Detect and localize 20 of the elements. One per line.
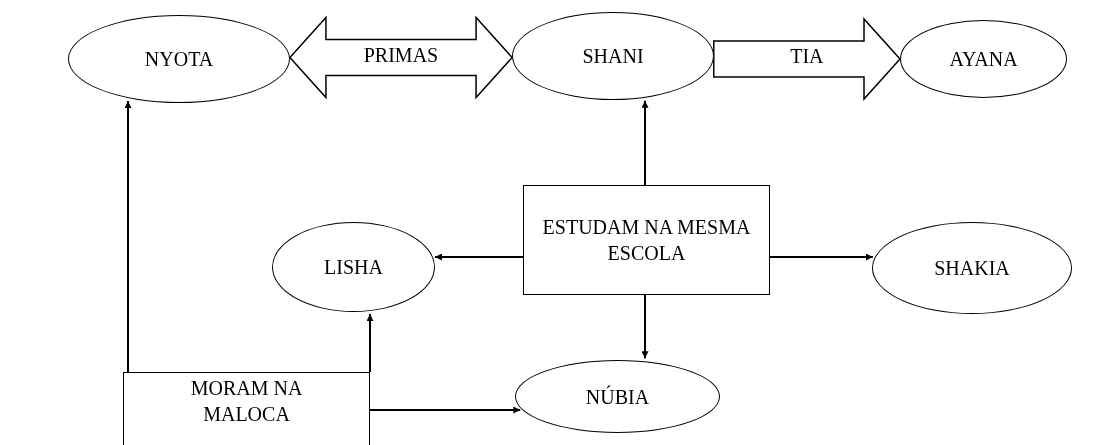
block-arrow xyxy=(288,15,514,100)
arrow xyxy=(769,253,874,261)
group-box xyxy=(123,372,370,445)
node-label: NYOTA xyxy=(144,47,214,72)
node-label: MORAM NA MALOCA xyxy=(189,376,304,427)
node-label: AYANA xyxy=(949,47,1018,72)
arrow xyxy=(433,253,524,261)
group-box xyxy=(523,185,770,295)
edge-label: TIA xyxy=(790,44,824,68)
arrow xyxy=(641,294,649,360)
edge-label: PRIMAS xyxy=(363,43,439,66)
node-label: ESTUDAM NA MESMA ESCOLA xyxy=(541,215,752,266)
node-label: LISHA xyxy=(324,255,383,280)
node-label: SHAKIA xyxy=(934,256,1010,281)
arrow xyxy=(641,99,649,186)
node-label: SHANI xyxy=(582,44,644,69)
block-arrow xyxy=(713,17,901,101)
node-label: NÚBIA xyxy=(585,384,650,410)
arrow xyxy=(366,313,374,373)
arrow xyxy=(369,406,522,414)
